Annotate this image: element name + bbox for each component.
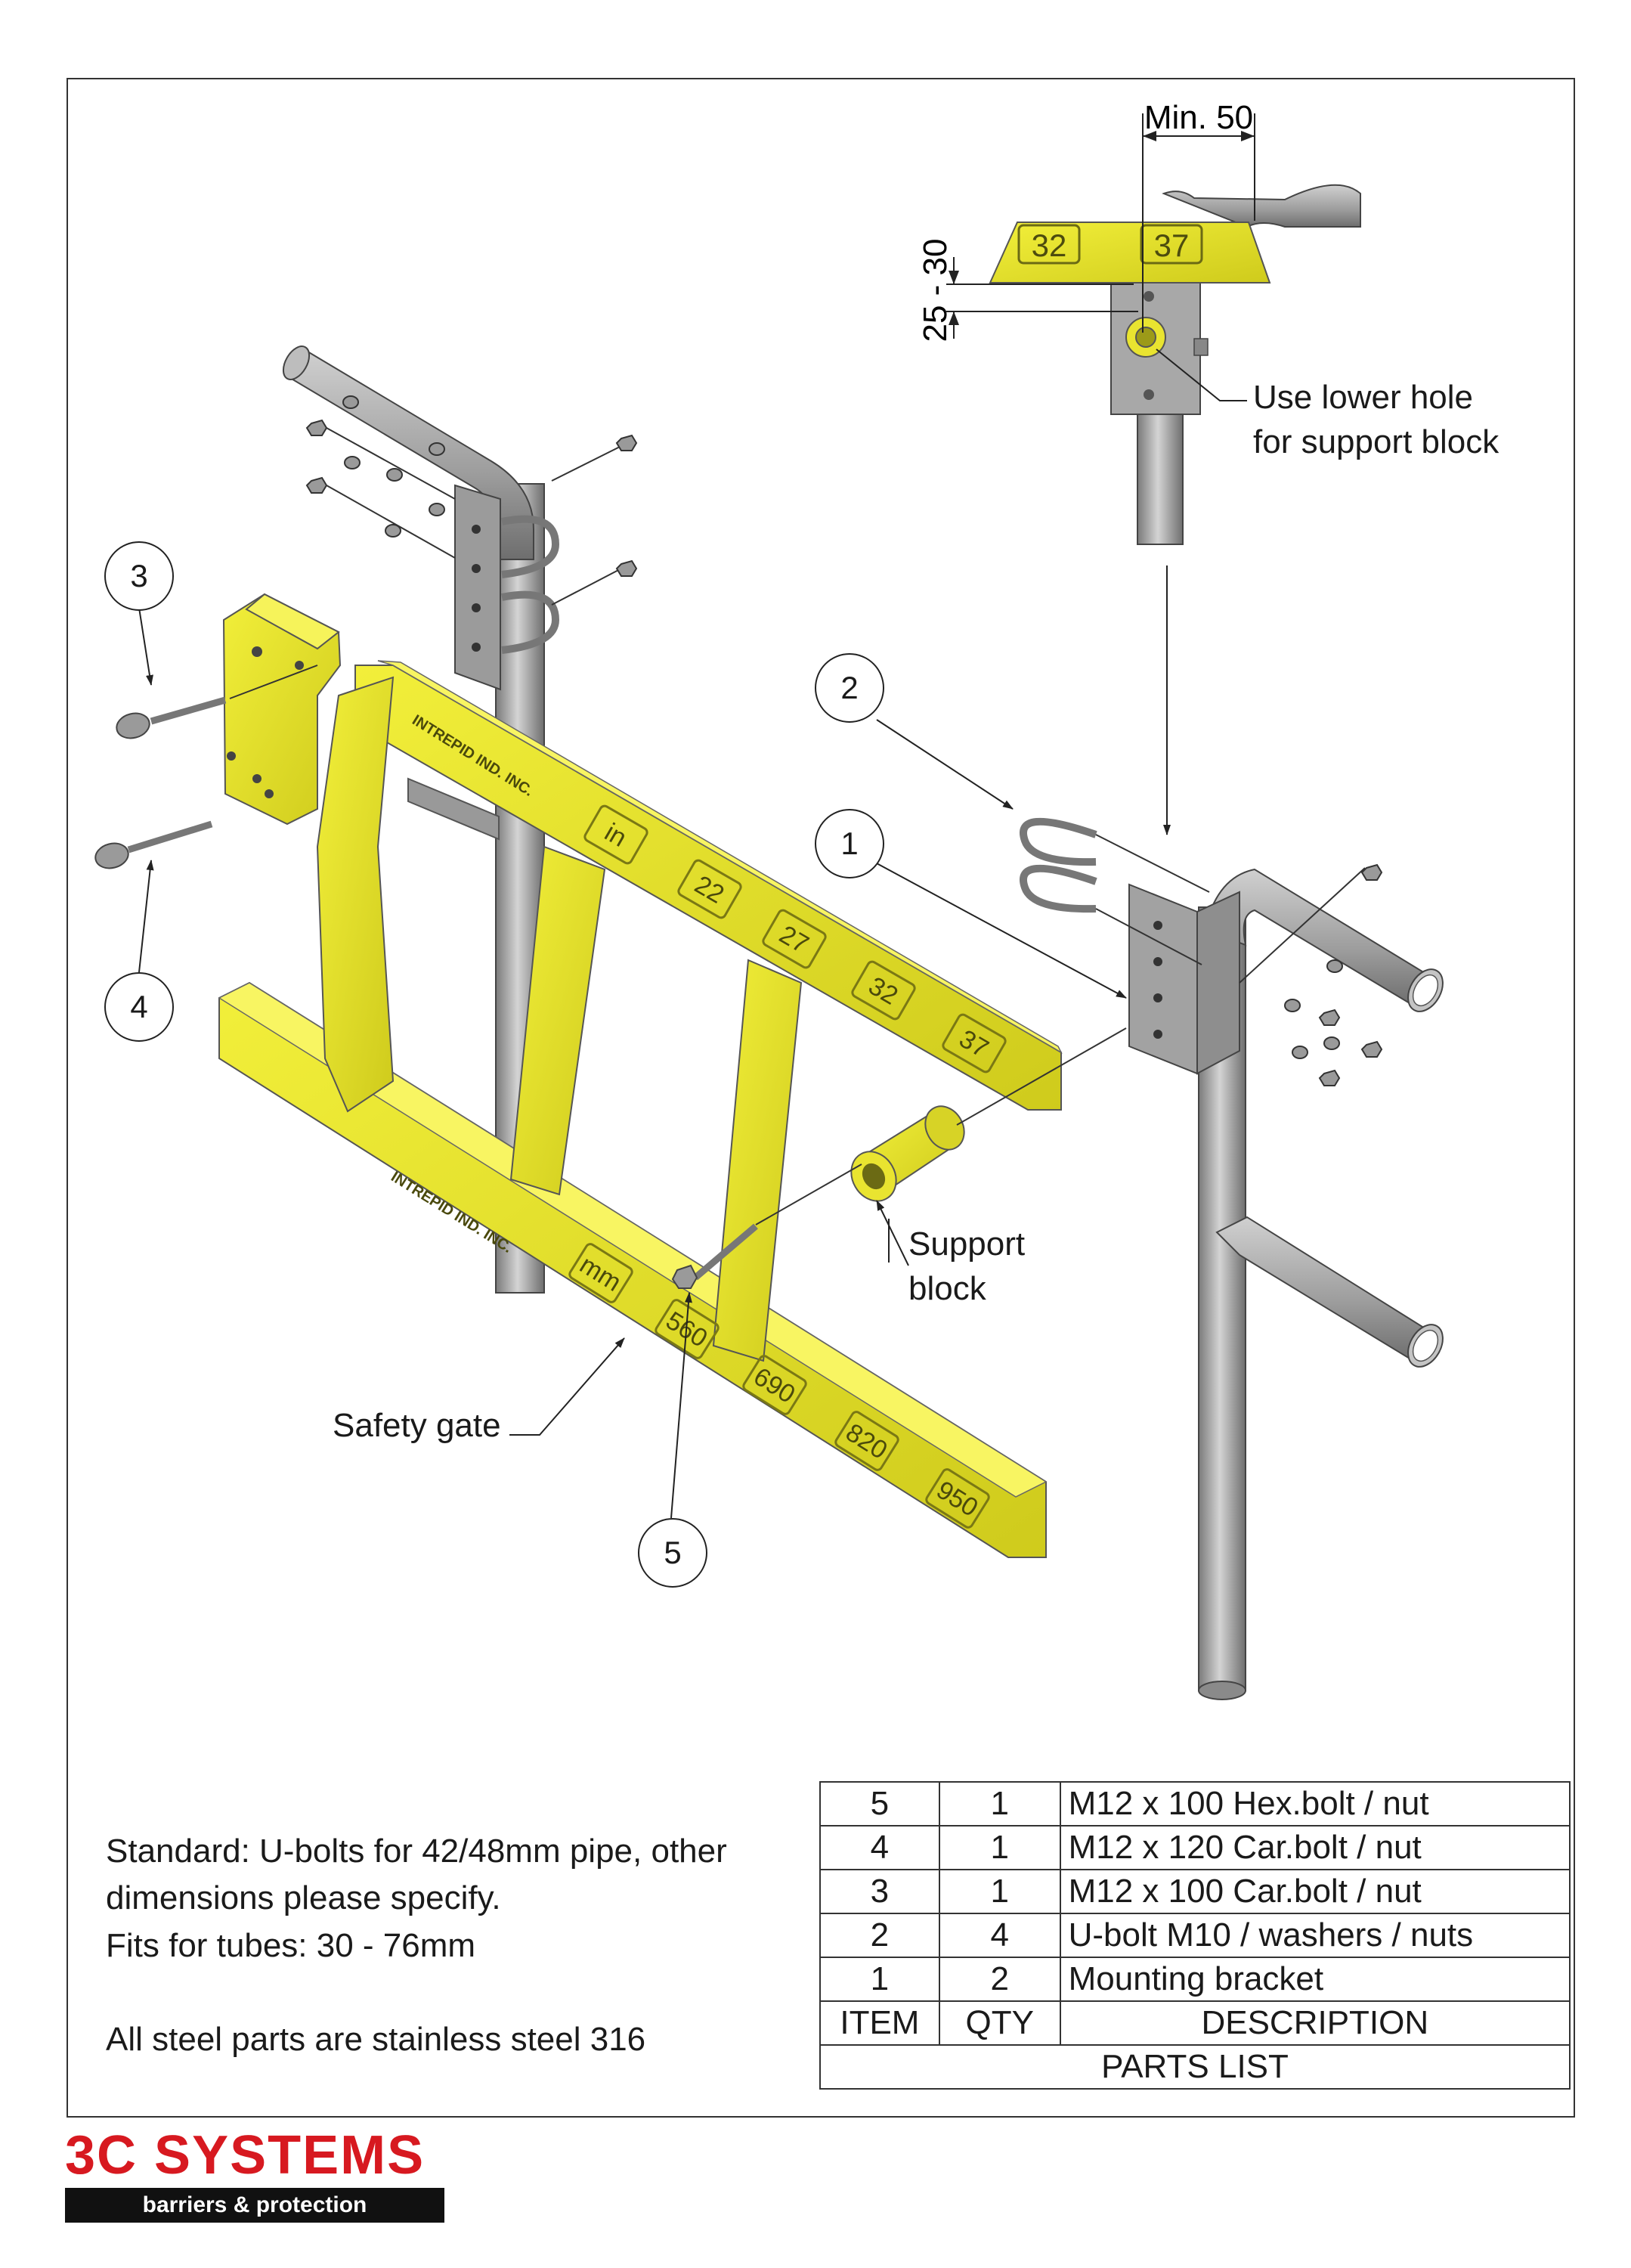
company-logo-tagline: barriers & protection bbox=[65, 2188, 444, 2223]
detail-gate-arm bbox=[989, 222, 1271, 284]
part-description: U-bolt M10 / washers / nuts bbox=[1059, 1913, 1571, 1958]
u-bolt-lower bbox=[1020, 864, 1097, 913]
callout-5: 5 bbox=[638, 1518, 707, 1588]
part-item: 4 bbox=[819, 1825, 940, 1870]
parts-title-row: PARTS LIST bbox=[819, 2044, 1571, 2090]
parts-list-title: PARTS LIST bbox=[819, 2044, 1571, 2090]
height-range-dimension: 25 - 30 bbox=[917, 239, 954, 342]
detail-mark-right: 37 bbox=[1154, 228, 1190, 263]
callout-2: 2 bbox=[815, 653, 884, 723]
part-description: M12 x 100 Car.bolt / nut bbox=[1059, 1869, 1571, 1914]
left-mounting-bracket bbox=[454, 484, 501, 691]
note-line-spacer bbox=[106, 1969, 727, 2016]
part-qty: 1 bbox=[938, 1781, 1061, 1826]
lower-hole-label-line1: Use lower hole bbox=[1253, 379, 1474, 416]
callout-4: 4 bbox=[104, 972, 174, 1042]
callout-3: 3 bbox=[104, 541, 174, 611]
right-mounting-bracket bbox=[1128, 883, 1198, 1075]
parts-row: 5 1 M12 x 100 Hex.bolt / nut bbox=[819, 1781, 1571, 1826]
bolt-item-4 bbox=[94, 820, 213, 869]
part-item: 1 bbox=[819, 1957, 940, 2002]
lower-hole-label-line2: for support block bbox=[1253, 423, 1499, 461]
detail-post bbox=[1137, 407, 1184, 545]
note-line-2: dimensions please specify. bbox=[106, 1879, 501, 1917]
safety-gate-label: Safety gate bbox=[333, 1407, 501, 1444]
callout-1: 1 bbox=[815, 809, 884, 878]
detail-mark-left: 32 bbox=[1032, 228, 1067, 263]
part-item: 2 bbox=[819, 1913, 940, 1958]
parts-row: 3 1 M12 x 100 Car.bolt / nut bbox=[819, 1869, 1571, 1914]
part-qty: 2 bbox=[938, 1957, 1061, 2002]
parts-list-table: 5 1 M12 x 100 Hex.bolt / nut 4 1 M12 x 1… bbox=[819, 1781, 1571, 2090]
parts-row: 2 4 U-bolt M10 / washers / nuts bbox=[819, 1913, 1571, 1958]
part-description: M12 x 100 Hex.bolt / nut bbox=[1059, 1781, 1571, 1826]
part-item: 3 bbox=[819, 1869, 940, 1914]
parts-row: 4 1 M12 x 120 Car.bolt / nut bbox=[819, 1825, 1571, 1870]
part-qty: 1 bbox=[938, 1825, 1061, 1870]
drawing-frame bbox=[67, 78, 1575, 2118]
gate-diagonal-brace bbox=[509, 845, 606, 1196]
parts-header-row: ITEM QTY DESCRIPTION bbox=[819, 2000, 1571, 2046]
header-qty: QTY bbox=[938, 2000, 1061, 2046]
parts-row: 1 2 Mounting bracket bbox=[819, 1957, 1571, 2002]
notes-block: Standard: U-bolts for 42/48mm pipe, othe… bbox=[106, 1828, 727, 2064]
company-logo-name: 3C SYSTEMS bbox=[65, 2125, 426, 2186]
right-mid-rail bbox=[1215, 1216, 1430, 1362]
note-line-3: Fits for tubes: 30 - 76mm bbox=[106, 1926, 476, 1964]
part-qty: 1 bbox=[938, 1869, 1061, 1914]
support-block-label: Support block bbox=[908, 1222, 1025, 1312]
bolt-item-5 bbox=[671, 1223, 758, 1289]
min-width-dimension: Min. 50 bbox=[1144, 99, 1253, 136]
right-mounting-assembly bbox=[1020, 817, 1444, 1700]
lower-hole-label: Use lower hole for support block bbox=[1253, 375, 1499, 465]
support-block-label-line2: block bbox=[908, 1270, 986, 1308]
header-description: DESCRIPTION bbox=[1059, 2000, 1571, 2046]
bolts bbox=[94, 665, 758, 1289]
part-description: Mounting bracket bbox=[1059, 1957, 1571, 2002]
u-bolt-upper bbox=[1020, 817, 1097, 866]
bolt-item-3 bbox=[116, 696, 227, 739]
callout-leaders bbox=[138, 607, 1127, 1519]
bracket-detail-view: 32 37 Min. 50 25 - 30 bbox=[917, 99, 1361, 545]
part-item: 5 bbox=[819, 1781, 940, 1826]
support-block bbox=[755, 1027, 1127, 1225]
part-description: M12 x 120 Car.bolt / nut bbox=[1059, 1825, 1571, 1870]
support-block-label-line1: Support bbox=[908, 1225, 1026, 1263]
header-item: ITEM bbox=[819, 2000, 940, 2046]
detail-bracket-plate bbox=[1110, 277, 1201, 415]
part-qty: 4 bbox=[938, 1913, 1061, 1958]
note-line-1: Standard: U-bolts for 42/48mm pipe, othe… bbox=[106, 1833, 727, 1870]
right-top-rail bbox=[1203, 868, 1430, 1007]
note-line-4: All steel parts are stainless steel 316 bbox=[106, 2021, 646, 2059]
gate-vertical-brace bbox=[712, 959, 803, 1362]
